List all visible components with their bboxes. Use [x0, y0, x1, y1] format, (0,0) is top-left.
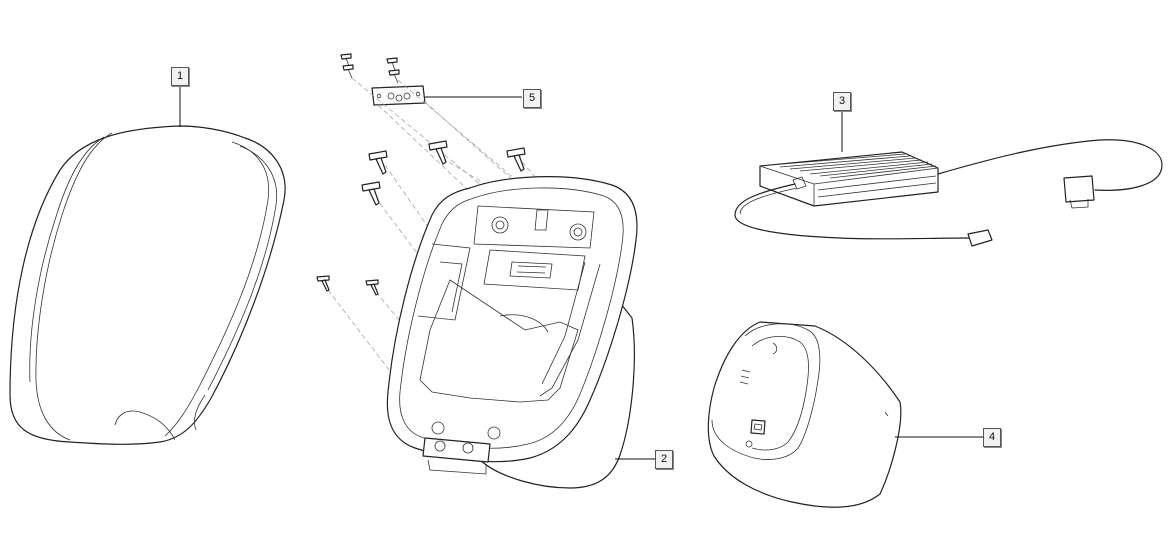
- mounting-screws: [316, 140, 526, 296]
- callout-3: 3: [833, 92, 851, 111]
- rear-housing-frame: [386, 176, 638, 489]
- front-cover-shell: [9, 125, 286, 445]
- callout-2: 2: [655, 450, 673, 469]
- callout-1: 1: [171, 67, 189, 86]
- battery-pack: [707, 321, 902, 508]
- callout-5: 5: [523, 89, 541, 108]
- callout-4: 4: [983, 428, 1001, 447]
- leader-lines: [179, 85, 983, 460]
- power-supply-unit: [734, 139, 1163, 247]
- mounting-plate: [371, 85, 426, 106]
- plate-screws: [340, 53, 400, 84]
